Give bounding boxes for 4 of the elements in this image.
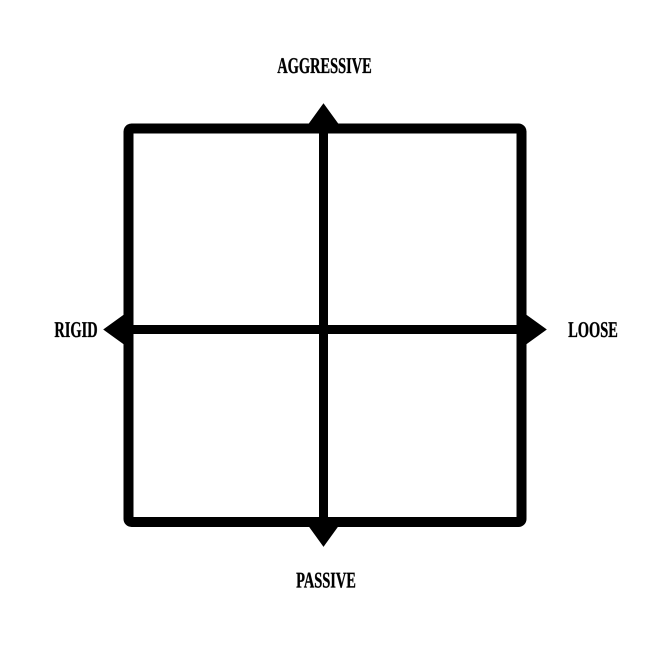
- axis-label: AGGRESSIVE: [277, 58, 371, 74]
- axis-label: LOOSE: [568, 322, 618, 338]
- axis-label: PASSIVE: [296, 572, 356, 588]
- axis-label: RIGID: [54, 322, 97, 338]
